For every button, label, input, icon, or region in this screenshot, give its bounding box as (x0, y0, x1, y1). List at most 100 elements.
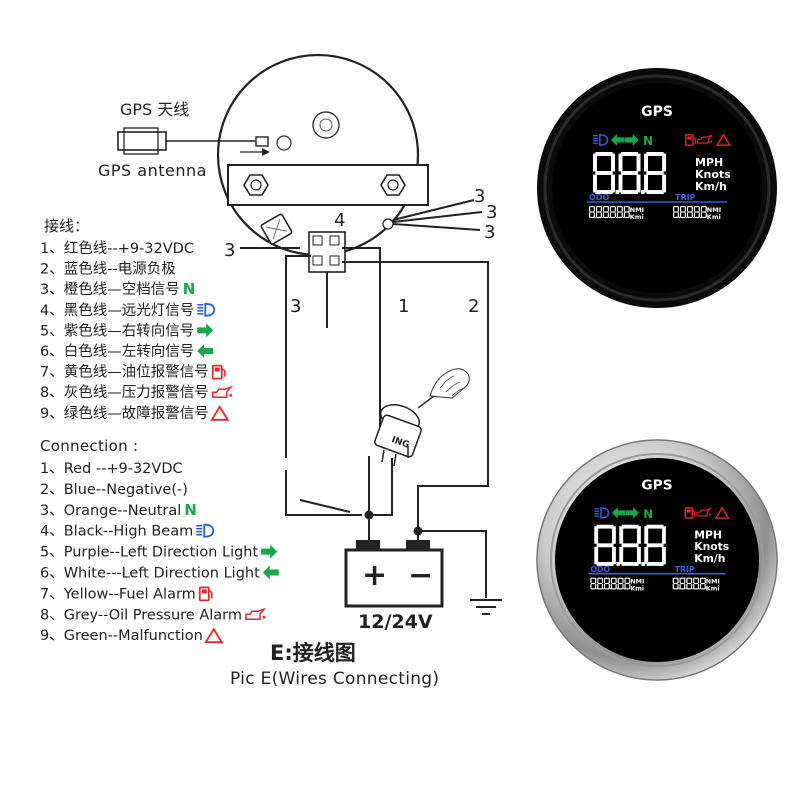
wire-2 (342, 261, 489, 540)
wire-number-2: 2 (468, 296, 479, 317)
left-arrow-icon (262, 565, 279, 580)
wiring-en-item-2: 2、Blue--Negative(-) (40, 482, 188, 498)
side-connector (260, 213, 293, 245)
gauge-neutral-indicator: N (643, 507, 653, 521)
gps-antenna-label-en: GPS antenna (98, 161, 207, 180)
wiring-lines (240, 199, 489, 598)
wire-number-4: 4 (334, 210, 345, 231)
gauge-trip-digits (672, 577, 706, 590)
warning-triangle-icon (715, 133, 732, 146)
left-arrow-icon (197, 344, 214, 358)
gauge-odo-digits (589, 206, 630, 218)
wire-number-3-c: 3 (484, 222, 495, 243)
ground-symbol (470, 599, 502, 615)
gauge-back-view (216, 53, 429, 273)
gauge-speed-digits (594, 524, 666, 566)
hand-with-key-icon (417, 368, 470, 409)
wire-number-3-left: 3 (290, 296, 301, 317)
gauge-unit-3: Km/h (695, 180, 727, 193)
center-connector (308, 231, 346, 273)
wiring-cn-heading: 接线： (44, 217, 89, 235)
gauge-trip-nmi: NMI (707, 206, 721, 214)
junction-dot-minus (413, 526, 423, 536)
wire-3-lower (285, 470, 362, 516)
warning-triangle-icon (204, 627, 224, 644)
neutral-N-icon: N (183, 280, 196, 298)
battery-minus-sign: − (408, 558, 433, 593)
wiring-en-item-6: 6、White---Left Direction Light (40, 566, 260, 582)
wiring-list-en: Connection : 1、Red --+9-32VDC2、Blue--Neg… (40, 437, 279, 644)
gauge-odo-label: ODO (589, 193, 609, 202)
ignition-out (369, 458, 393, 516)
gauge-trip-digits (673, 206, 707, 218)
wire-number-3-lead: 3 (224, 240, 235, 261)
gauge-trip-label: TRIP (675, 565, 695, 574)
battery-plus-sign: + (362, 558, 387, 593)
gauge-speed-digits (593, 152, 667, 194)
high-beam-icon (593, 134, 609, 146)
wire-3-bundle-b (392, 211, 483, 223)
high-beam-icon (196, 523, 215, 538)
gauge-odo-kmi: Kmi (630, 584, 644, 592)
junction-dot-plus (364, 510, 374, 520)
wiring-en-item-3: 3、Orange--Neutral (40, 503, 181, 519)
ignition-switch: ING (374, 368, 470, 467)
gps-antenna-plug (117, 127, 270, 156)
gauge-odo-nmi: NMI (630, 578, 644, 586)
caption-en: Pic E(Wires Connecting) (230, 669, 439, 689)
wiring-cn-item-4: 4、黑色线—远光灯信号 (40, 302, 194, 319)
wiring-cn-item-5: 5、紫色线—右转向信号 (40, 322, 194, 339)
warning-triangle-icon (714, 506, 730, 519)
gauge-trip-nmi: NMI (706, 578, 720, 586)
high-beam-icon (197, 302, 216, 317)
gauge-back-boss-inner (319, 118, 333, 132)
gauge-unit-2: Knots (694, 540, 729, 553)
wire-1 (342, 247, 381, 438)
gauge-title: GPS (641, 104, 673, 120)
wiring-cn-item-8: 8、灰色线—压力报警信号 (40, 384, 209, 401)
wiring-cn-item-2: 2、蓝色线--电源负极 (40, 261, 176, 278)
gauge-odo-digits (590, 577, 631, 590)
wire-3-bundle-a (392, 199, 475, 221)
gauge-trip-label: TRIP (675, 193, 696, 202)
fuel-pump-icon (685, 134, 697, 146)
gauge-odo-kmi: Kmi (630, 213, 644, 221)
wiring-en-item-7: 7、Yellow--Fuel Alarm (40, 586, 196, 602)
caption-cn: E:接线图 (270, 641, 356, 665)
gauge-unit-3: Km/h (694, 552, 725, 565)
bracket-nut-left (243, 174, 269, 196)
wiring-en-item-8: 8、Grey--Oil Pressure Alarm (40, 607, 242, 623)
wire-number-3-b: 3 (486, 202, 497, 223)
wiring-list-cn: 接线： 1、红色线--+9-32VDC2、蓝色线--电源负极3、橙色线—空档信号… (40, 217, 233, 422)
wire-3 (285, 255, 311, 458)
warning-triangle-icon (210, 405, 230, 421)
gauge-title: GPS (641, 477, 672, 493)
right-arrow-icon (625, 507, 639, 519)
fuel-pump-icon (211, 364, 226, 380)
gauge-neutral-indicator: N (643, 134, 653, 148)
oil-can-icon (211, 385, 233, 398)
right-arrow-icon (197, 323, 214, 338)
gauge-odo-label: ODO (590, 565, 610, 574)
high-beam-icon (594, 507, 610, 519)
gauge-unit-1: MPH (695, 156, 723, 169)
wire-number-3-a: 3 (474, 186, 485, 207)
wiring-en-item-4: 4、Black--High Beam (40, 524, 193, 540)
wire-3-bundle-c (392, 223, 481, 231)
left-arrow-icon (611, 134, 625, 146)
wiring-cn-item-7: 7、黄色线—油位报警信号 (40, 364, 209, 381)
wiring-cn-item-9: 9、绿色线—故障报警信号 (40, 404, 209, 422)
gauge-unit-2: Knots (695, 168, 731, 181)
battery-voltage-label: 12/24V (358, 611, 433, 633)
gauge-trip-kmi: Kmi (706, 584, 720, 592)
neutral-N-icon: N (184, 501, 197, 519)
oil-can-icon (245, 607, 267, 621)
wire-number-1: 1 (398, 296, 409, 317)
ground-wire (418, 530, 487, 598)
gauge-back-hole (276, 135, 292, 151)
wiring-cn-item-1: 1、红色线--+9-32VDC (40, 240, 194, 257)
